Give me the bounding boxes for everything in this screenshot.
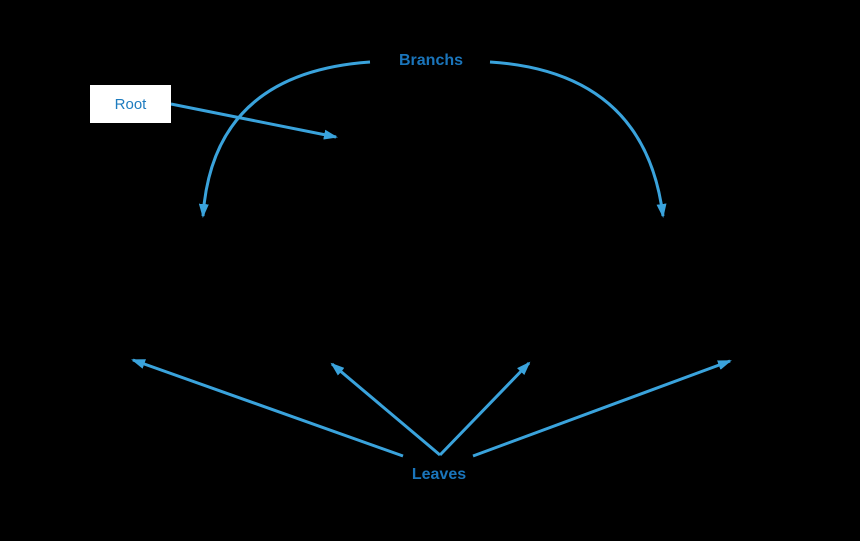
leaves-pointer-right-arrow [438, 361, 531, 457]
leaves-pointer-far-left-arrow [131, 358, 404, 458]
branches-arc-right-arrow [489, 60, 667, 218]
leaves-pointer-far-right-arrow [472, 359, 732, 458]
branches-arc-left-arrow [198, 60, 371, 218]
branches-label: Branchs [398, 52, 464, 69]
root-pointer-arrow [170, 102, 338, 140]
root-label: Root [114, 95, 147, 113]
root-label-box: Root [90, 85, 171, 123]
leaves-label: Leaves [411, 466, 467, 483]
leaves-pointer-left-arrow [330, 362, 441, 457]
